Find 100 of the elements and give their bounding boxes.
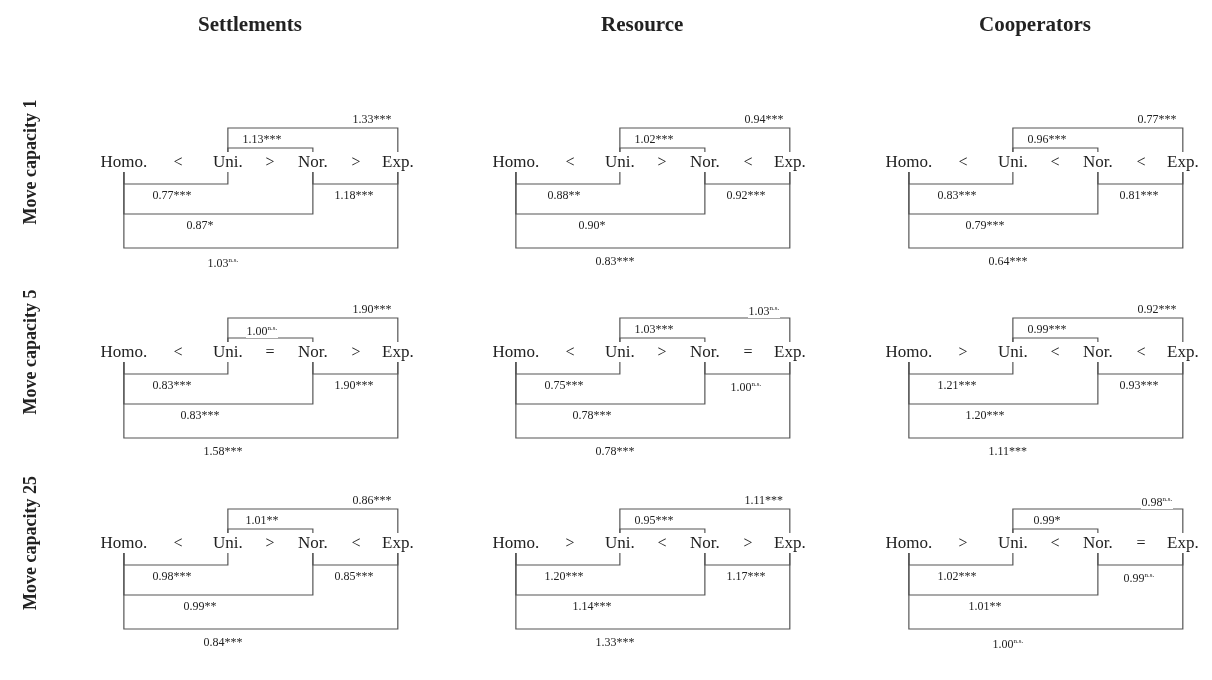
bracket-connector bbox=[227, 528, 314, 534]
bracket-connector bbox=[1012, 147, 1099, 153]
bracket-connector bbox=[515, 361, 791, 439]
bracket-connector bbox=[908, 171, 1099, 215]
bracket-connector bbox=[515, 361, 621, 375]
edge-label: 0.77*** bbox=[151, 188, 193, 202]
comparison-sign: < bbox=[351, 533, 361, 553]
comparison-sign: < bbox=[565, 152, 575, 172]
comparison-sign: > bbox=[657, 342, 667, 362]
edge-label: 0.90* bbox=[577, 218, 607, 232]
edge-label: 1.01** bbox=[967, 599, 1003, 613]
comparison-sign: = bbox=[743, 342, 753, 362]
comparison-sign: > bbox=[351, 152, 361, 172]
bracket-connector bbox=[1012, 528, 1099, 534]
comparison-sign: > bbox=[265, 152, 275, 172]
category-label: Nor. bbox=[298, 533, 328, 553]
edge-label: 0.93*** bbox=[1118, 378, 1160, 392]
bracket-connector bbox=[123, 361, 399, 439]
category-label: Uni. bbox=[605, 152, 635, 172]
bracket-connector bbox=[908, 171, 1184, 249]
bracket-connector bbox=[515, 171, 621, 185]
edge-label: 1.90*** bbox=[333, 378, 375, 392]
edge-label: 1.20*** bbox=[964, 408, 1006, 422]
bracket-connector bbox=[619, 147, 706, 153]
edge-label: 0.94*** bbox=[743, 112, 785, 126]
comparison-sign: < bbox=[173, 342, 183, 362]
bracket-connector bbox=[123, 361, 229, 375]
category-label: Nor. bbox=[298, 152, 328, 172]
bracket-connector bbox=[227, 147, 314, 153]
comparison-sign: > bbox=[958, 533, 968, 553]
edge-label: 1.18*** bbox=[333, 188, 375, 202]
edge-label: 1.02*** bbox=[936, 569, 978, 583]
edge-label: 1.58*** bbox=[202, 444, 244, 458]
comparison-sign: > bbox=[351, 342, 361, 362]
category-label: Exp. bbox=[1167, 533, 1199, 553]
edge-label: 0.95*** bbox=[633, 513, 675, 527]
category-label: Exp. bbox=[1167, 342, 1199, 362]
bracket-connector bbox=[515, 552, 621, 566]
category-label: Uni. bbox=[213, 342, 243, 362]
edge-label: 0.83*** bbox=[179, 408, 221, 422]
bracket-connector bbox=[1012, 127, 1184, 153]
category-label: Homo. bbox=[100, 152, 148, 172]
category-label: Uni. bbox=[213, 533, 243, 553]
bracket-connector bbox=[619, 127, 791, 153]
edge-label: 0.75*** bbox=[543, 378, 585, 392]
edge-label: 1.33*** bbox=[351, 112, 393, 126]
edge-label: 1.14*** bbox=[571, 599, 613, 613]
bracket-connector bbox=[619, 317, 791, 343]
bracket-connector bbox=[908, 361, 1014, 375]
category-label: Uni. bbox=[605, 533, 635, 553]
comparison-sign: > bbox=[743, 533, 753, 553]
comparison-sign: < bbox=[173, 533, 183, 553]
edge-label: 0.83*** bbox=[936, 188, 978, 202]
category-label: Nor. bbox=[690, 342, 720, 362]
column-heading: Resource bbox=[601, 11, 684, 37]
edge-label: 0.83*** bbox=[151, 378, 193, 392]
edge-label: 0.77*** bbox=[1136, 112, 1178, 126]
edge-label: 1.20*** bbox=[543, 569, 585, 583]
category-label: Nor. bbox=[690, 152, 720, 172]
category-label: Exp. bbox=[382, 152, 414, 172]
category-label: Homo. bbox=[100, 533, 148, 553]
category-label: Uni. bbox=[998, 533, 1028, 553]
category-label: Uni. bbox=[605, 342, 635, 362]
edge-label: 1.33*** bbox=[594, 635, 636, 649]
category-label: Uni. bbox=[998, 342, 1028, 362]
bracket-connector bbox=[619, 337, 706, 343]
comparison-sign: = bbox=[265, 342, 275, 362]
edge-label: 1.11*** bbox=[743, 493, 785, 507]
bracket-connector bbox=[227, 127, 399, 153]
category-label: Homo. bbox=[100, 342, 148, 362]
edge-label: 1.21*** bbox=[936, 378, 978, 392]
edge-label: 0.98*** bbox=[151, 569, 193, 583]
category-label: Nor. bbox=[298, 342, 328, 362]
bracket-connector bbox=[515, 361, 706, 405]
comparison-sign: < bbox=[1136, 342, 1146, 362]
category-label: Homo. bbox=[492, 152, 540, 172]
bracket-connector bbox=[1012, 337, 1099, 343]
comparison-sign: < bbox=[657, 533, 667, 553]
comparison-sign: < bbox=[1050, 152, 1060, 172]
edge-label: 0.85*** bbox=[333, 569, 375, 583]
bracket-connector bbox=[1012, 508, 1184, 534]
category-label: Uni. bbox=[213, 152, 243, 172]
edge-label: 1.17*** bbox=[725, 569, 767, 583]
edge-label: 0.84*** bbox=[202, 635, 244, 649]
category-label: Homo. bbox=[492, 533, 540, 553]
bracket-connector bbox=[123, 171, 399, 249]
edge-label: 1.11*** bbox=[987, 444, 1029, 458]
category-label: Exp. bbox=[382, 533, 414, 553]
category-label: Nor. bbox=[1083, 152, 1113, 172]
bracket-connector bbox=[515, 552, 791, 630]
edge-label: 0.79*** bbox=[964, 218, 1006, 232]
bracket-connector bbox=[908, 552, 1099, 596]
bracket-connector bbox=[515, 552, 706, 596]
bracket-connector bbox=[123, 552, 399, 630]
category-label: Homo. bbox=[492, 342, 540, 362]
edge-label: 0.81*** bbox=[1118, 188, 1160, 202]
bracket-connector bbox=[908, 361, 1184, 439]
comparison-sign: < bbox=[743, 152, 753, 172]
bracket-connector bbox=[1012, 317, 1184, 343]
bracket-connector bbox=[619, 528, 706, 534]
